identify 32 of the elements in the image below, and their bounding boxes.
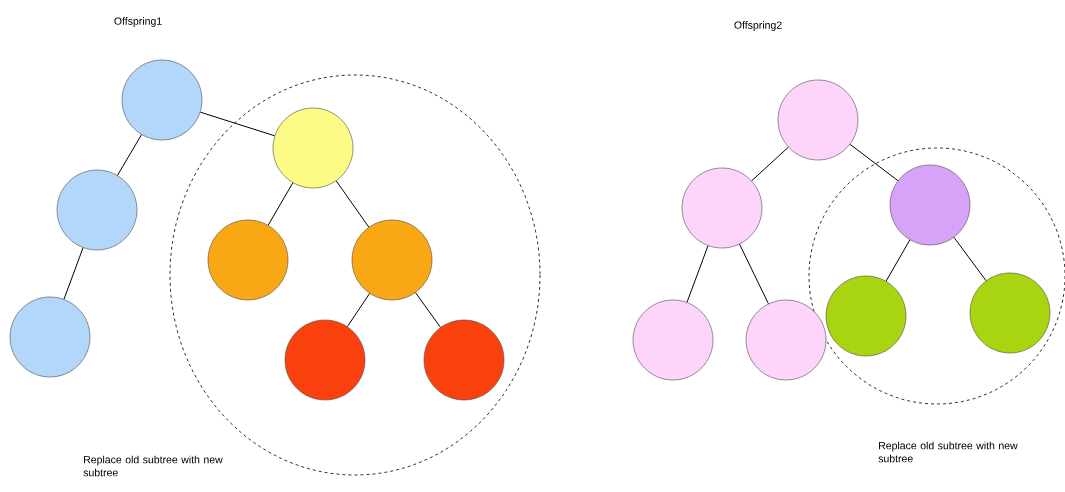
tree-node xyxy=(207,219,289,301)
tree-edge xyxy=(335,180,370,228)
tree-node xyxy=(56,169,138,251)
tree-edge xyxy=(117,134,142,176)
tree-node xyxy=(889,164,971,246)
tree-node xyxy=(272,107,354,189)
tree-node xyxy=(681,167,763,249)
tree-node xyxy=(351,219,433,301)
tree-edge xyxy=(199,111,276,137)
caption-text: Replace old subtree with new subtree xyxy=(878,441,1018,463)
tree-edge xyxy=(849,143,899,182)
tree-node xyxy=(632,299,714,381)
tree-node xyxy=(423,319,505,401)
caption-text: Replace old subtree with new subtree xyxy=(83,455,223,477)
caption-text: Offspring1 xyxy=(114,17,162,27)
tree-node xyxy=(777,79,859,161)
tree-node xyxy=(745,299,827,381)
tree-node xyxy=(825,275,907,357)
tree-edge xyxy=(63,247,84,300)
tree-edge xyxy=(885,239,911,282)
tree-node xyxy=(9,296,91,378)
tree-edge xyxy=(415,292,441,328)
tree-node xyxy=(969,272,1051,354)
tree-edge xyxy=(953,236,987,282)
tree-edge xyxy=(267,182,294,226)
tree-edge xyxy=(686,245,709,303)
tree-edge xyxy=(739,243,769,305)
caption-text: Offspring2 xyxy=(734,21,782,31)
tree-edge xyxy=(346,292,371,327)
tree-edge xyxy=(751,146,789,182)
tree-node xyxy=(121,59,203,141)
tree-node xyxy=(284,319,366,401)
